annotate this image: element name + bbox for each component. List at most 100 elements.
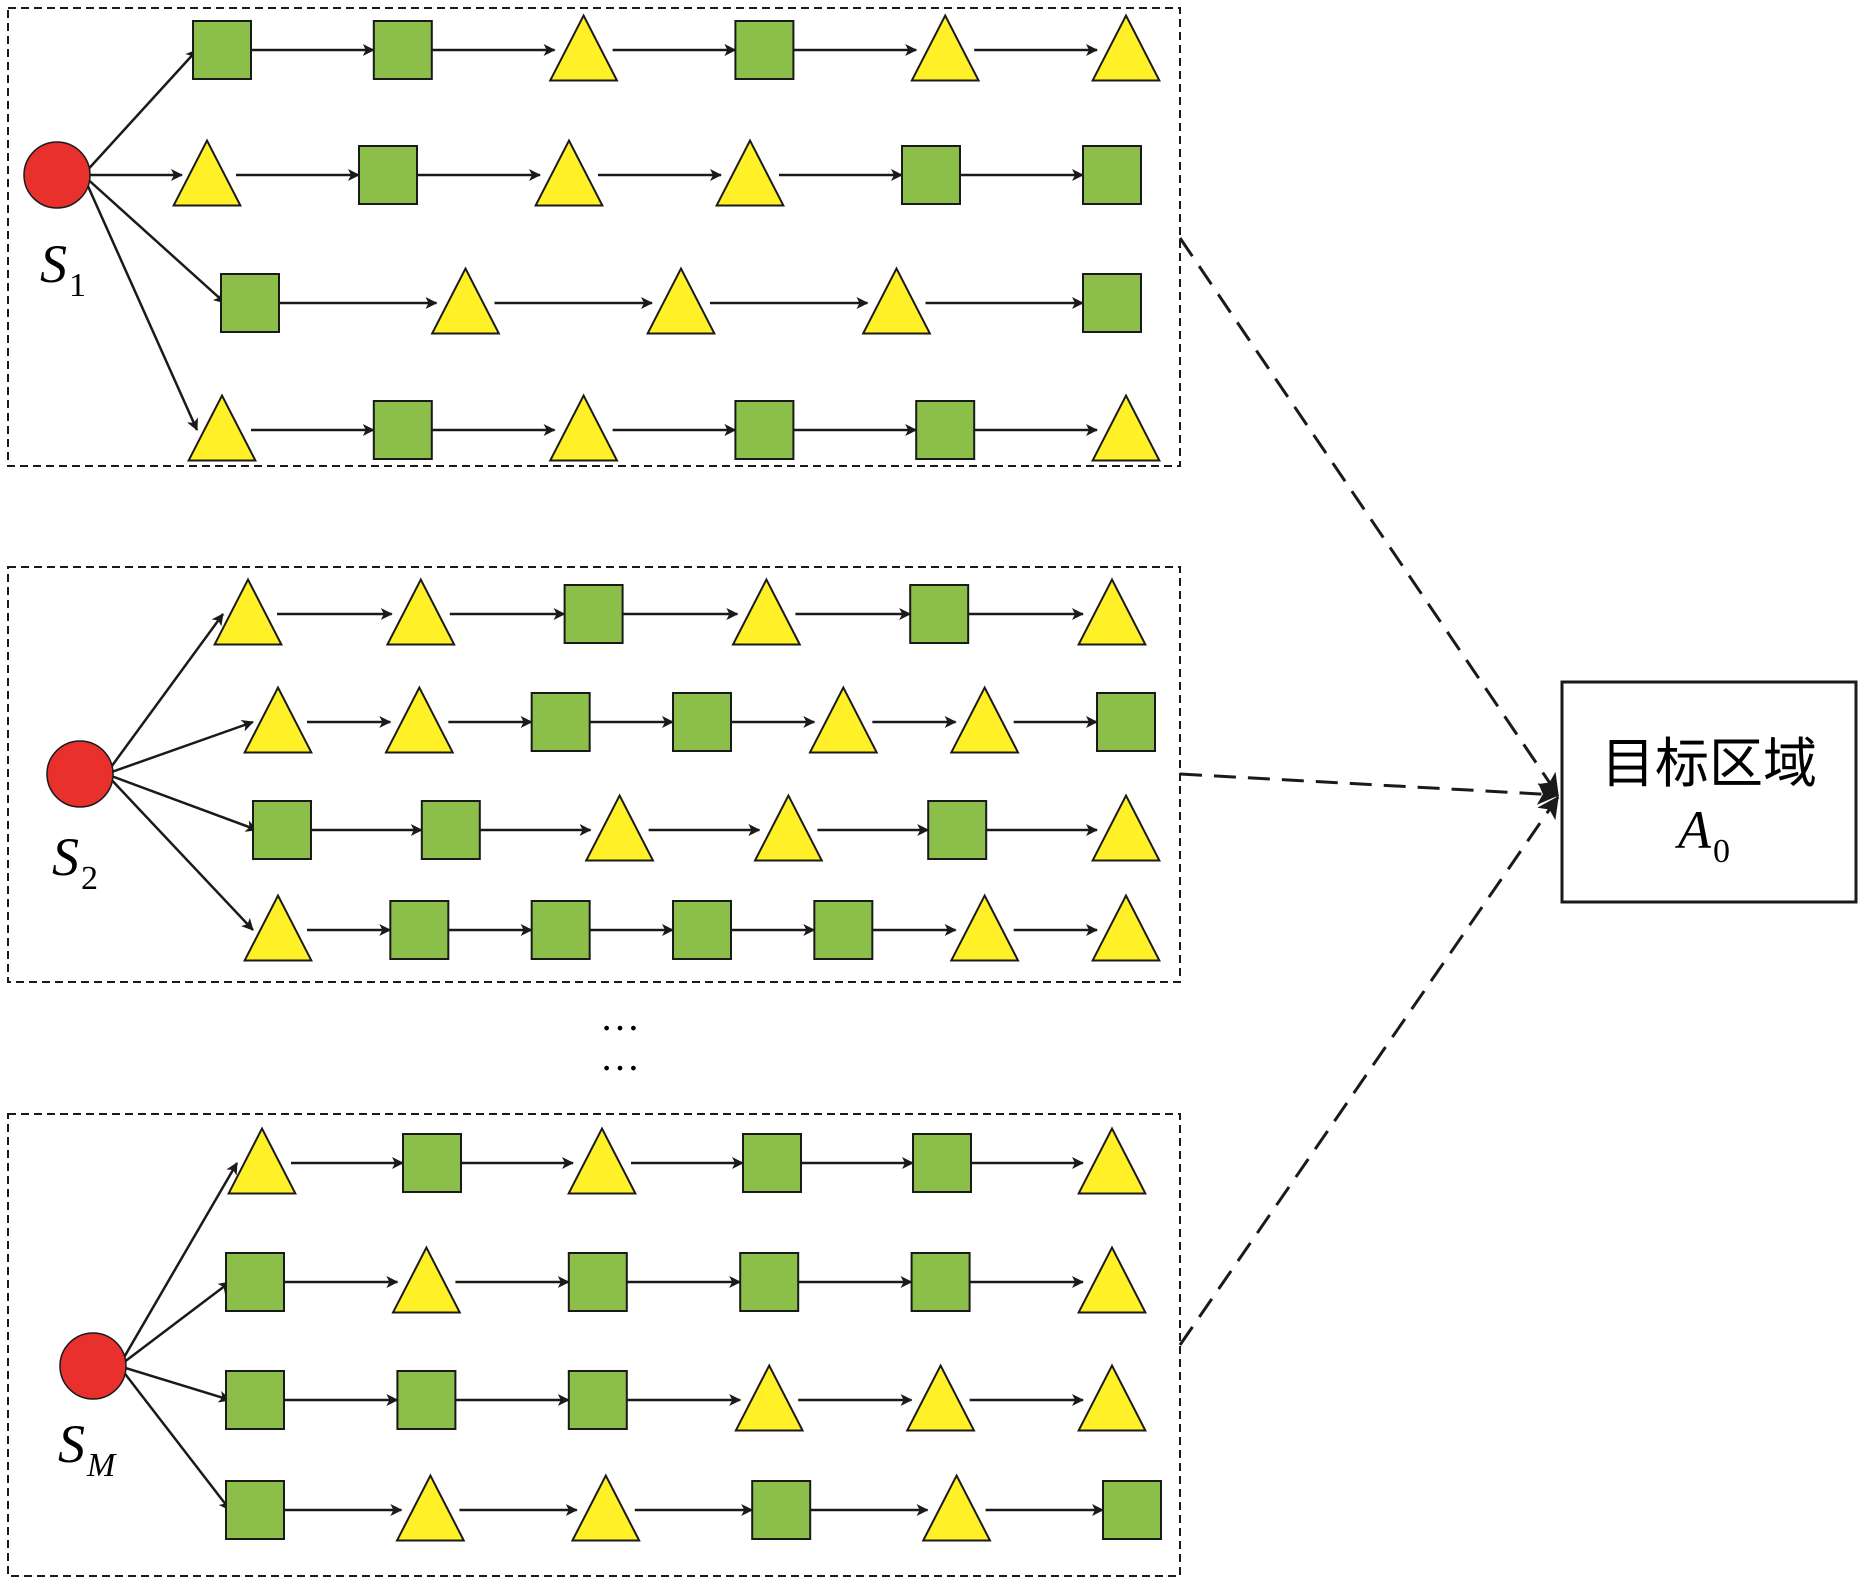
triangle-node [395,1473,466,1542]
triangle-node [172,138,242,207]
triangle-node [808,685,879,754]
square-node [420,800,481,860]
triangle-node [1091,393,1161,462]
square-node [220,273,280,333]
target-region-symbol: A0 [1675,800,1730,870]
group-frame-m [7,1113,1181,1577]
source-node-3 [59,1332,127,1400]
square-node [225,1370,285,1430]
source-edge [118,1365,231,1511]
source-edge [105,772,258,832]
square-node [530,692,591,752]
source-node-2 [46,740,114,808]
source-label-2: S2 [52,827,98,897]
triangle-node [1091,893,1161,962]
triangle-node [1091,793,1161,862]
square-node [927,800,988,860]
triangle-node [567,1126,637,1195]
triangle-node [391,1245,462,1314]
triangle-node [646,266,716,335]
source-label-1: S1 [40,234,86,304]
source-edge [82,174,226,304]
square-node [1096,692,1156,752]
source-node-1 [23,141,91,209]
triangle-node [584,793,655,862]
source-edge [118,1281,231,1367]
source-edge [117,1162,239,1367]
triangle-node [734,1363,805,1432]
ellipsis-1: … [600,994,640,1039]
square-node [1102,1480,1162,1540]
square-node [567,1252,628,1312]
square-node [909,584,970,644]
triangle-node [731,577,802,646]
square-node [372,400,433,460]
square-node [751,1480,812,1540]
triangle-node [949,685,1020,754]
triangle-node [548,13,619,82]
source-edge [118,1364,231,1403]
triangle-node [753,793,824,862]
ellipsis-2: … [600,1034,640,1079]
source-edge [105,773,254,931]
triangle-node [213,577,283,646]
square-node [1082,145,1142,205]
square-node [563,584,624,644]
nodes-layer [23,13,1162,1542]
square-node [225,1480,285,1540]
square-node [734,20,795,80]
square-node [225,1252,285,1312]
source-label-m: SM [58,1414,117,1484]
square-node [915,400,976,460]
triangle-node [715,138,785,207]
dashed-arrow-group-m [1178,795,1560,1346]
square-node [372,20,433,80]
triangle-node [227,1126,297,1195]
triangle-node [1077,577,1147,646]
square-node [358,145,418,205]
square-node [912,1133,972,1193]
square-node [252,800,312,860]
triangle-node [1091,13,1161,82]
square-node [567,1370,628,1430]
triangle-node [570,1473,641,1542]
dashed-arrow-group-1 [1178,237,1560,797]
square-node [389,900,450,960]
source-edge [81,174,199,431]
triangle-node [548,393,619,462]
square-node [396,1370,457,1430]
square-node [742,1133,802,1193]
triangle-node [243,685,313,754]
triangle-node [384,685,455,754]
square-node [672,900,732,960]
square-node [192,20,252,80]
dashed-arrow-group-2 [1179,772,1560,805]
triangle-node [243,893,313,962]
triangle-node [910,13,981,82]
triangle-node [1077,1245,1147,1314]
triangle-node [949,893,1020,962]
triangle-node [1077,1126,1147,1195]
triangle-node [1077,1363,1147,1432]
triangle-node [187,393,257,462]
source-edge [104,613,225,775]
square-node [910,1252,971,1312]
triangle-node [534,138,604,207]
target-region-label: 目标区域 [1601,734,1817,794]
triangle-node [430,266,501,335]
triangle-node [861,266,932,335]
square-node [530,900,591,960]
square-node [734,400,795,460]
target-region-box [1560,680,1858,904]
square-node [813,900,874,960]
square-node [1082,273,1142,333]
source-edge [82,49,198,176]
group-frame-1 [7,7,1181,467]
source-edge [105,720,254,776]
triangle-node [385,577,456,646]
triangle-node [921,1473,992,1542]
triangle-node [905,1363,976,1432]
square-node [672,692,732,752]
